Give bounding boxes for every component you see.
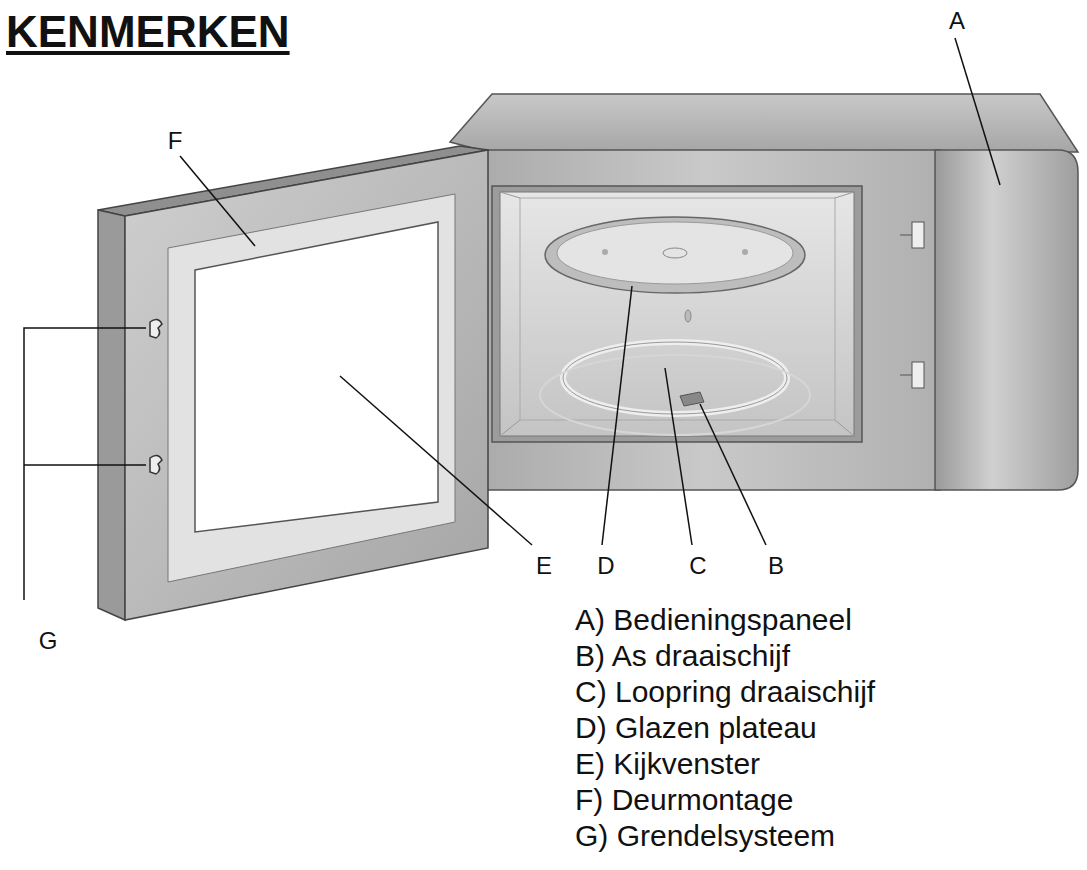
part-name: F) Deurmontage [575, 783, 793, 816]
latch-slot [900, 235, 912, 236]
cavity-edge [500, 192, 520, 198]
cavity-edge [835, 192, 854, 198]
latch-hook [150, 319, 162, 338]
roller-ring [563, 342, 787, 414]
plate-center [663, 248, 687, 258]
callout-letter: D [597, 553, 614, 579]
cavity-edge [835, 420, 854, 436]
callout-letter: F [168, 128, 183, 154]
leader-line [665, 368, 692, 545]
door-front [125, 150, 488, 620]
part-name: D) Glazen plateau [575, 711, 817, 744]
door-frame [168, 194, 455, 582]
cavity-edge [500, 420, 520, 436]
leader-line [24, 328, 146, 600]
cavity-back [520, 198, 835, 420]
latch-slot [912, 362, 924, 388]
plate-dot [602, 249, 608, 255]
floor-ring [540, 355, 810, 435]
leader-line [180, 156, 255, 246]
part-name: E) Kijkvenster [575, 747, 760, 780]
plate-dot [742, 249, 748, 255]
callout-letter: C [689, 553, 706, 579]
part-name: G) Grendelsysteem [575, 819, 835, 852]
leader-line [700, 404, 766, 545]
callout-letter: A [949, 8, 965, 34]
callout-letter: G [39, 628, 58, 654]
latch-slot [900, 375, 912, 376]
latch-hook [150, 455, 162, 474]
roller-ring [563, 342, 787, 414]
callout-letter: B [768, 553, 784, 579]
leader-line [24, 464, 146, 466]
viewing-window [195, 222, 438, 532]
leader-line [955, 38, 1000, 185]
latch-slot [912, 222, 924, 248]
door-side [98, 210, 125, 620]
glass-plate [545, 217, 805, 293]
part-name: A) Bedieningspaneel [575, 603, 852, 636]
diagram-title: KENMERKEN [6, 8, 290, 56]
coupler [685, 310, 691, 322]
glass-plate [557, 222, 793, 284]
cabinet-top [450, 94, 1078, 152]
part-name: B) As draaischijf [575, 639, 790, 672]
cabinet-front [470, 150, 940, 490]
callout-letter: E [536, 553, 552, 579]
leader-line [602, 286, 632, 545]
cavity-frame [492, 186, 862, 442]
control-panel [935, 150, 1078, 490]
cavity [500, 192, 854, 436]
leader-line [340, 376, 532, 545]
part-name: C) Loopring draaischijf [575, 675, 875, 708]
